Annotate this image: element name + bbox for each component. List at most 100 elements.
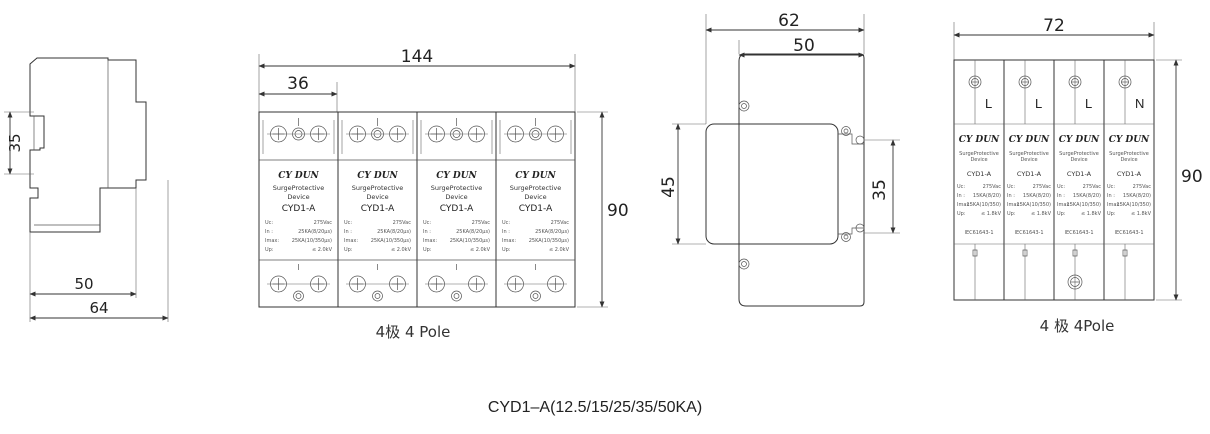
middle-left-height-dim: 45: [659, 176, 679, 198]
spec-label: Up:: [1107, 211, 1116, 217]
middle-inner-width-dim: 50: [793, 36, 815, 56]
spec-label: Uc:: [1057, 184, 1065, 190]
right-module: NCY DUNSurgeProtectiveDeviceCYD1-AUc:275…: [1103, 59, 1155, 301]
spec-label: Up:: [344, 247, 353, 253]
middle-rail-clip: [838, 133, 864, 235]
pole-label: L: [1085, 96, 1092, 111]
spec-label: In :: [265, 229, 273, 235]
spec-label: In :: [957, 193, 965, 199]
device-line1: SurgeProtective: [431, 184, 483, 192]
standard-label: IEC61643-1: [1114, 230, 1143, 236]
side-view-outline: [29, 57, 147, 233]
spec-value: ≤ 1.8kV: [981, 211, 1002, 217]
right-4pole-view: 72 90 4 极 4Pole LCY DUNSurgeProtectiveDe…: [953, 16, 1203, 335]
spec-label: Imax:: [1057, 202, 1071, 208]
right-module: LCY DUNSurgeProtectiveDeviceCYD1-AUc:275…: [1053, 59, 1105, 301]
spec-value: 275Vac: [1133, 184, 1152, 190]
pole-label: L: [985, 96, 992, 111]
model-label: CYD1-A: [361, 204, 395, 214]
device-line1: SurgeProtective: [273, 184, 325, 192]
spec-label: Uc:: [1007, 184, 1015, 190]
spec-value: ≤ 1.8kV: [1081, 211, 1102, 217]
spec-label: Up:: [423, 247, 432, 253]
spec-value: 25KA(10/350μs): [292, 238, 332, 244]
front-total-width-dim: 144: [401, 47, 433, 67]
spec-label: Imax:: [502, 238, 516, 244]
model-label: CYD1-A: [1017, 170, 1042, 178]
spec-label: Up:: [957, 211, 966, 217]
front-module: CY DUNSurgeProtectiveDeviceCYD1-AUc:275V…: [495, 111, 576, 308]
front-module-width-dim: 36: [287, 74, 309, 94]
right-height-dim: 90: [1181, 167, 1203, 187]
spec-label: Up:: [1057, 211, 1066, 217]
spec-label: Imax:: [423, 238, 437, 244]
spec-label: Uc:: [265, 220, 273, 226]
spec-value: 15KA(10/350): [1067, 202, 1102, 208]
spec-label: Uc:: [957, 184, 965, 190]
model-label: CYD1-A: [440, 204, 474, 214]
spec-label: Up:: [502, 247, 511, 253]
pole-label: L: [1035, 96, 1042, 111]
standard-label: IEC61643-1: [964, 230, 993, 236]
model-label: CYD1-A: [967, 170, 992, 178]
device-line2: Device: [1120, 157, 1137, 163]
spec-label: Imax:: [1107, 202, 1121, 208]
brand-logo-text: CY DUN: [515, 171, 556, 181]
device-line1: SurgeProtective: [959, 151, 999, 157]
front-height-dim: 90: [607, 201, 629, 221]
spec-value: 275Vac: [983, 184, 1002, 190]
spec-value: 15KA(8/20): [1023, 193, 1051, 199]
spec-value: ≤ 2.0kV: [312, 247, 333, 253]
device-line1: SurgeProtective: [510, 184, 562, 192]
side-view: 35 50 64: [4, 57, 169, 322]
brand-logo-text: CY DUN: [1109, 135, 1150, 145]
device-line2: Device: [524, 193, 546, 201]
spec-value: 25KA(8/20μs): [456, 229, 490, 235]
spec-value: ≤ 1.8kV: [1131, 211, 1152, 217]
device-line2: Device: [287, 193, 309, 201]
side-outer-width-dim: 64: [89, 299, 108, 317]
spec-label: In :: [1107, 193, 1115, 199]
device-line1: SurgeProtective: [352, 184, 404, 192]
spec-value: 275Vac: [1033, 184, 1052, 190]
spec-value: 275Vac: [393, 220, 412, 226]
spec-value: ≤ 2.0kV: [391, 247, 412, 253]
brand-logo-text: CY DUN: [1059, 135, 1100, 145]
spec-value: 275Vac: [472, 220, 491, 226]
spec-value: 15KA(8/20): [1073, 193, 1101, 199]
spec-value: ≤ 1.8kV: [1031, 211, 1052, 217]
middle-view: 62 50 45 35: [659, 11, 900, 307]
model-label: CYD1-A: [282, 204, 316, 214]
spec-value: 15KA(10/350): [1117, 202, 1152, 208]
spec-value: 25KA(10/350μs): [450, 238, 490, 244]
brand-logo-text: CY DUN: [1009, 135, 1050, 145]
middle-front-cover: [705, 123, 839, 245]
spec-label: Up:: [265, 247, 274, 253]
spec-value: 15KA(10/350): [967, 202, 1002, 208]
spec-label: In :: [1007, 193, 1015, 199]
right-width-dim: 72: [1043, 16, 1065, 36]
device-line1: SurgeProtective: [1059, 151, 1099, 157]
middle-right-height-dim: 35: [870, 179, 890, 201]
front-caption: 4极 4 Pole: [376, 323, 451, 341]
spec-value: 15KA(8/20): [973, 193, 1001, 199]
right-module: LCY DUNSurgeProtectiveDeviceCYD1-AUc:275…: [1003, 59, 1055, 301]
front-module: CY DUNSurgeProtectiveDeviceCYD1-AUc:275V…: [337, 111, 418, 308]
pole-label: N: [1135, 96, 1144, 111]
spec-label: Uc:: [423, 220, 431, 226]
right-caption: 4 极 4Pole: [1040, 317, 1115, 335]
front-module: CY DUNSurgeProtectiveDeviceCYD1-AUc:275V…: [258, 111, 339, 308]
spec-label: In :: [1057, 193, 1065, 199]
middle-outer-width-dim: 62: [778, 11, 800, 31]
brand-logo-text: CY DUN: [357, 171, 398, 181]
brand-logo-text: CY DUN: [959, 135, 1000, 145]
device-line1: SurgeProtective: [1109, 151, 1149, 157]
spec-value: 25KA(10/350μs): [529, 238, 569, 244]
spec-label: Imax:: [265, 238, 279, 244]
spec-label: Uc:: [344, 220, 352, 226]
device-line2: Device: [1020, 157, 1037, 163]
spec-value: 275Vac: [314, 220, 333, 226]
spec-label: Up:: [1007, 211, 1016, 217]
spec-label: Uc:: [502, 220, 510, 226]
